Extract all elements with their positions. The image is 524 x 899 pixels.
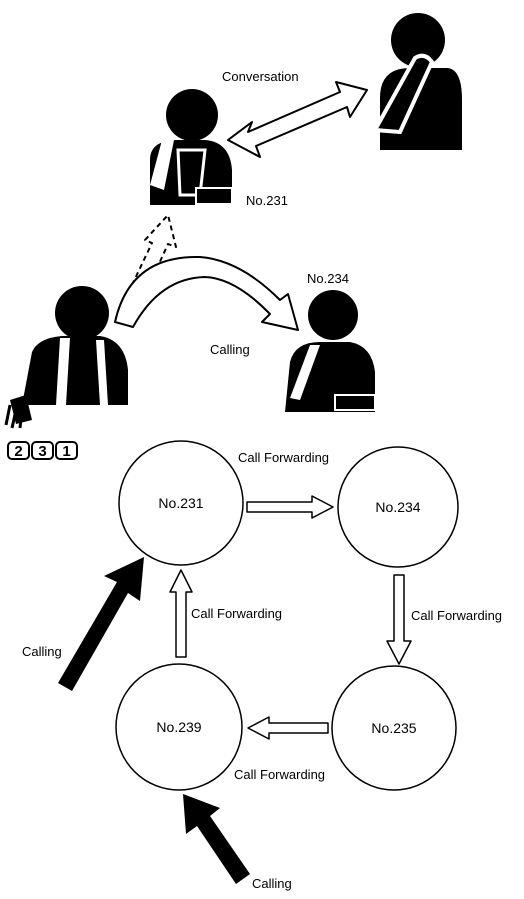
node-tr-label: No.234 [375, 499, 420, 515]
dashed-forward-arrow [131, 214, 177, 289]
node-tl-label: No.231 [158, 495, 203, 511]
node-bl-label: No.239 [156, 719, 201, 735]
calling-curved-arrow [114, 255, 299, 331]
forward-arrow-bottom [247, 716, 329, 740]
key-digit-2: 3 [38, 443, 46, 460]
conversation-arrow [227, 81, 368, 158]
forward-label-bottom: Call Forwarding [234, 767, 325, 782]
person-no234-icon [285, 290, 376, 412]
forward-arrow-left [169, 569, 193, 658]
key-digit-3: 1 [62, 443, 70, 460]
forward-arrow-right [386, 574, 412, 665]
calling-label-top: Calling [210, 342, 250, 357]
calling-arrow-bottom [183, 794, 250, 884]
node-tr: No.234 [337, 446, 459, 568]
forward-label-top: Call Forwarding [238, 450, 329, 465]
person-top-right-icon [371, 13, 462, 150]
no231-label: No.231 [246, 193, 288, 208]
calling-label-bottom: Calling [252, 876, 292, 891]
person-no231-icon [150, 89, 233, 205]
forward-label-left: Call Forwarding [191, 606, 282, 621]
forward-arrow-top [246, 495, 334, 519]
person-caller-icon [4, 286, 128, 429]
no234-label: No.234 [307, 271, 349, 286]
calling-arrow-left [58, 557, 144, 691]
node-br-label: No.235 [371, 720, 416, 736]
key-digit-1: 2 [14, 443, 22, 460]
node-tl: No.231 [118, 440, 244, 566]
node-bl: No.239 [115, 663, 243, 791]
dialed-keys: 2 3 1 [7, 441, 78, 460]
forward-label-right: Call Forwarding [411, 608, 502, 623]
conversation-label: Conversation [222, 69, 299, 84]
node-br: No.235 [331, 665, 457, 791]
calling-label-left: Calling [22, 644, 62, 659]
